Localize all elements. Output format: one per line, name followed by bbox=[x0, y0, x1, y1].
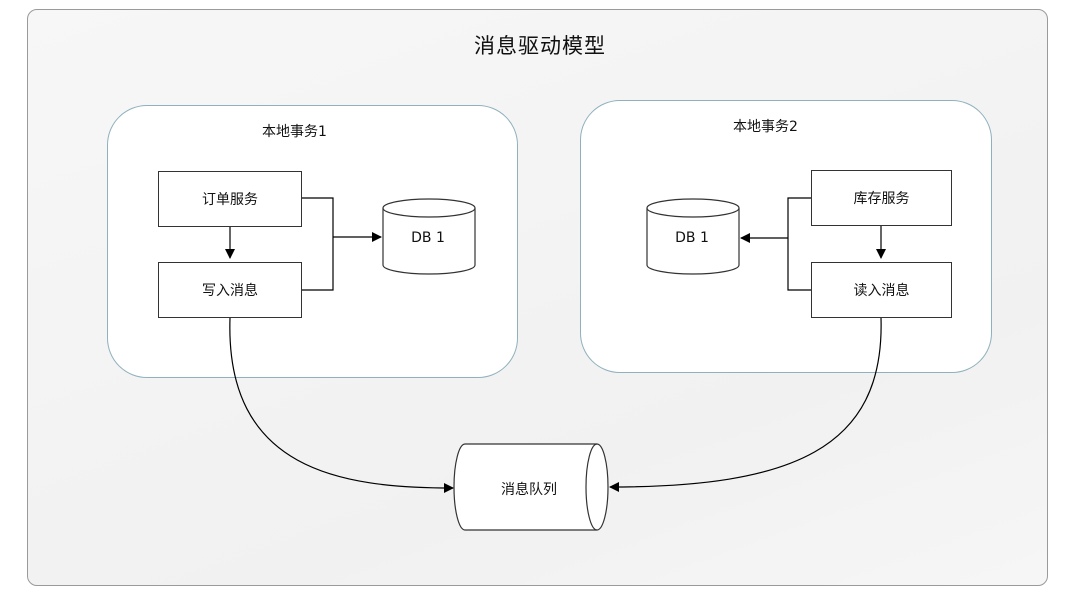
diagram-title: 消息驱动模型 bbox=[474, 34, 606, 58]
message-queue-label: 消息队列 bbox=[501, 482, 557, 498]
message-queue-cylinder bbox=[453, 443, 609, 531]
db-1-left-cylinder bbox=[382, 198, 476, 275]
order-to-db-connector bbox=[302, 197, 334, 291]
write-to-queue-curve bbox=[229, 317, 454, 493]
db-1-right-label: DB 1 bbox=[675, 230, 709, 246]
read-message-box: 读入消息 bbox=[811, 262, 952, 318]
write-message-box: 写入消息 bbox=[158, 262, 302, 318]
order-service-box: 订单服务 bbox=[158, 171, 302, 227]
stock-to-db-connector bbox=[787, 197, 811, 291]
stock-service-box: 库存服务 bbox=[811, 170, 952, 226]
read-to-queue-curve bbox=[609, 317, 882, 492]
local-transaction-2-label: 本地事务2 bbox=[733, 119, 798, 135]
local-transaction-1-label: 本地事务1 bbox=[262, 124, 327, 140]
db-1-left-label: DB 1 bbox=[411, 230, 445, 246]
db-1-right-cylinder bbox=[646, 198, 740, 275]
